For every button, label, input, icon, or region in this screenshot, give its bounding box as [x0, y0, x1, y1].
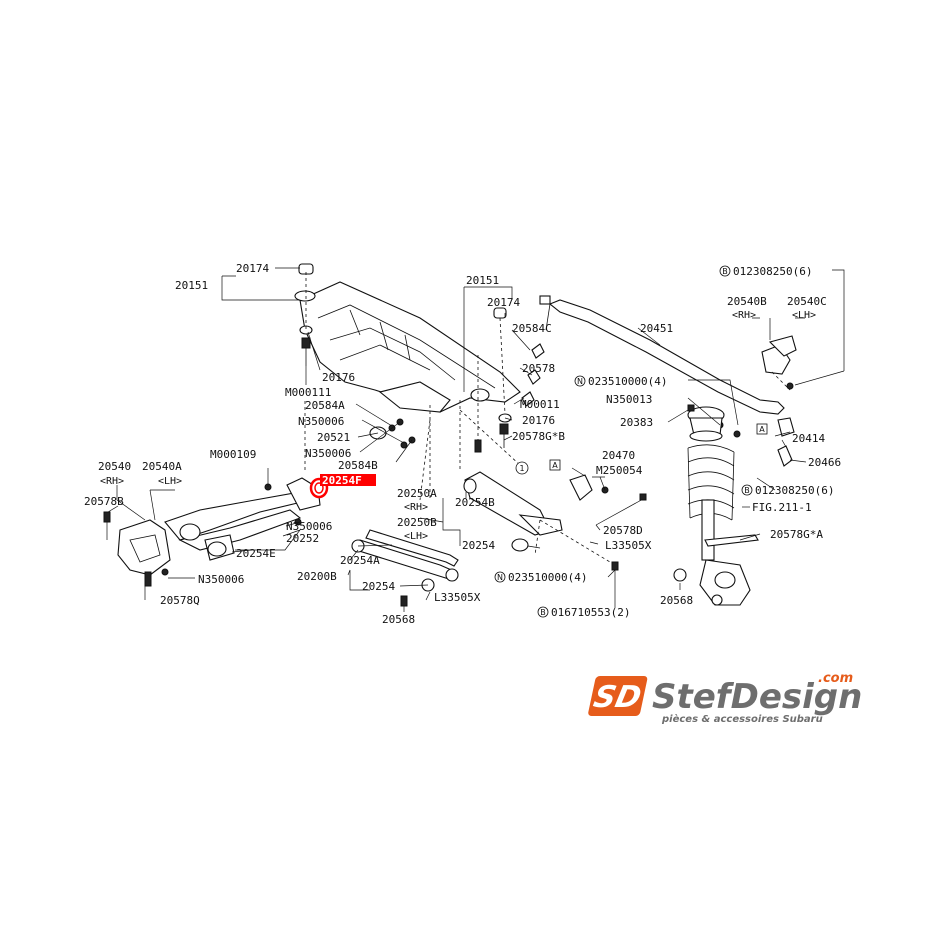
- svg-text:B: B: [722, 267, 728, 276]
- label-20568-left: 20568: [382, 613, 415, 626]
- svg-text:B: B: [540, 608, 546, 617]
- label-N350006-3: N350006: [286, 520, 332, 533]
- svg-text:A: A: [759, 425, 765, 434]
- svg-text:1: 1: [519, 464, 524, 473]
- label-20521: 20521: [317, 431, 350, 444]
- svg-text:SD: SD: [590, 680, 644, 715]
- label-M000111: M000111: [285, 386, 331, 399]
- label-20200B: 20200B: [297, 570, 337, 583]
- svg-text:A: A: [552, 461, 558, 470]
- label-20174-right: 20174: [487, 296, 520, 309]
- label-20383: 20383: [620, 416, 653, 429]
- label-20151-right: 20151: [466, 274, 499, 287]
- label-20254-mid: 20254: [462, 539, 495, 552]
- label-20584A: 20584A: [305, 399, 345, 412]
- label-20540A-lh: <LH>: [158, 476, 182, 487]
- label-20578D: 20578D: [603, 524, 643, 537]
- label-20254F: 20254F: [322, 474, 362, 487]
- symbol-n-right: N: [574, 375, 586, 387]
- label-20578GB: 20578G*B: [512, 430, 565, 443]
- stefdesign-logo: SD StefDesign .com pièces & accessoires …: [588, 671, 862, 725]
- label-20151-left: 20151: [175, 279, 208, 292]
- highlight-box-20254F: [320, 474, 376, 486]
- leader-lines: [107, 267, 845, 612]
- label-20540C-lh: <LH>: [792, 310, 816, 321]
- label-M00011: M00011: [520, 398, 560, 411]
- logo-mark: SD: [588, 676, 648, 716]
- label-N350006-2: N350006: [305, 447, 351, 460]
- rear-crossmember: [294, 281, 521, 413]
- symbol-n-bottom: N: [494, 571, 506, 583]
- label-20250A-rh: <RH>: [404, 502, 428, 513]
- label-20568-right: 20568: [660, 594, 693, 607]
- label-012308250-top: 012308250(6): [733, 265, 812, 278]
- label-023510000-top: 023510000(4): [588, 375, 667, 388]
- label-012308250-bottom: 012308250(6): [755, 484, 834, 497]
- label-20578GA: 20578G*A: [770, 528, 823, 541]
- logo-name: StefDesign: [652, 677, 862, 717]
- label-20254-low: 20254: [362, 580, 395, 593]
- label-20584C: 20584C: [512, 322, 552, 335]
- label-20540B-rh: <RH>: [732, 310, 756, 321]
- label-20176-left: 20176: [322, 371, 355, 384]
- label-20254E: 20254E: [236, 547, 276, 560]
- trailing-arm: [103, 477, 321, 587]
- stabilizer-bar: [539, 295, 845, 467]
- reference-symbols: B N A B A 1 N B: [494, 265, 768, 618]
- label-20252: 20252: [286, 532, 319, 545]
- symbol-a-mid: A: [549, 459, 561, 471]
- logo-domain: .com: [818, 671, 853, 686]
- label-023510000-bottom: 023510000(4): [508, 571, 587, 584]
- label-N350006-1: N350006: [298, 415, 344, 428]
- label-M250054: M250054: [596, 464, 643, 477]
- label-fig-211-1: FIG.211-1: [752, 501, 812, 514]
- right-mount-stack: [429, 307, 545, 500]
- label-M000109: M000109: [210, 448, 256, 461]
- label-20470: 20470: [602, 449, 635, 462]
- left-mount-stack: [298, 263, 314, 366]
- symbol-b-mid: B: [741, 484, 753, 496]
- label-20540C: 20540C: [787, 295, 827, 308]
- label-20250B: 20250B: [397, 516, 437, 529]
- svg-text:N: N: [577, 377, 583, 386]
- label-20578: 20578: [522, 362, 555, 375]
- label-20451: 20451: [640, 322, 673, 335]
- label-20584B: 20584B: [338, 459, 378, 472]
- symbol-b-top: B: [719, 265, 731, 277]
- svg-text:N: N: [497, 573, 503, 582]
- label-20176-right: 20176: [522, 414, 555, 427]
- label-016710553: 016710553(2): [551, 606, 630, 619]
- label-20540B: 20540B: [727, 295, 767, 308]
- label-20250B-lh: <LH>: [404, 531, 428, 542]
- strut-assembly: [673, 404, 759, 606]
- symbol-a-top: A: [756, 423, 768, 435]
- label-20540A: 20540A: [142, 460, 182, 473]
- label-L33505X-1: L33505X: [434, 591, 481, 604]
- label-L33505X-2: L33505X: [605, 539, 652, 552]
- label-N350013: N350013: [606, 393, 652, 406]
- lateral-links: [351, 471, 647, 607]
- label-20174-left: 20174: [236, 262, 269, 275]
- label-20540: 20540: [98, 460, 131, 473]
- label-20578B: 20578B: [84, 495, 124, 508]
- part-labels: 20174 20151 20176 M000111 20584A N350006…: [84, 262, 841, 626]
- label-20254A: 20254A: [340, 554, 380, 567]
- label-20466: 20466: [808, 456, 841, 469]
- label-20414: 20414: [792, 432, 825, 445]
- symbol-one: 1: [515, 461, 529, 475]
- label-20250A: 20250A: [397, 487, 437, 500]
- label-20578Q: 20578Q: [160, 594, 200, 607]
- symbol-b-bottom: B: [537, 606, 549, 618]
- svg-text:B: B: [744, 486, 750, 495]
- label-20254B: 20254B: [455, 496, 495, 509]
- label-20540-rh: <RH>: [100, 476, 124, 487]
- logo-tagline: pièces & accessoires Subaru: [661, 713, 823, 725]
- dashed-guides: [304, 400, 521, 501]
- label-N350006-4: N350006: [198, 573, 244, 586]
